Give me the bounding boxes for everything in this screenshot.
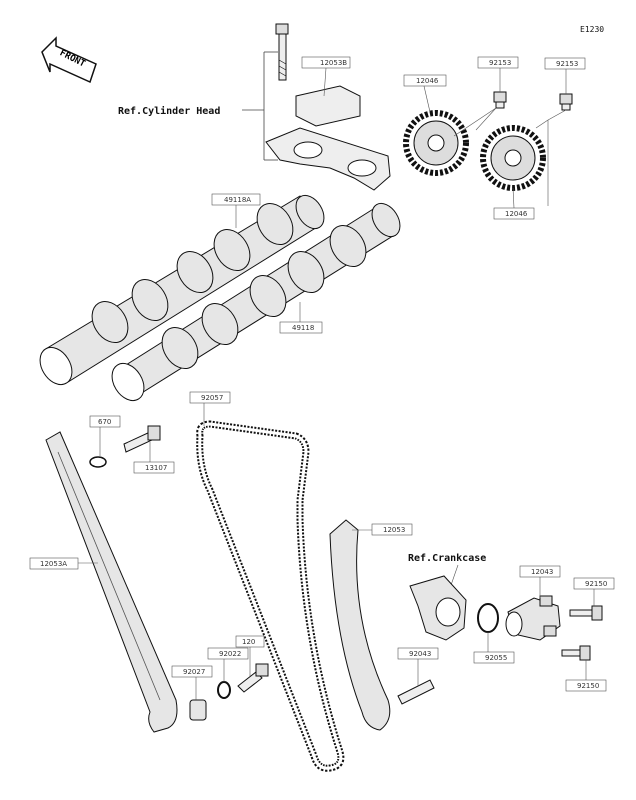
part-number: 120 — [242, 638, 255, 646]
label-120: 120 — [235, 635, 265, 676]
part-number: 670 — [98, 418, 111, 426]
crankcase-boss — [409, 575, 467, 641]
diagram-code: E1230 — [580, 25, 604, 34]
part-number: 12046 — [416, 77, 439, 85]
cam-chain — [196, 420, 345, 772]
part-number: 92153 — [489, 59, 511, 67]
chain-guide-left — [45, 431, 178, 733]
label-92055: 92055 — [473, 632, 515, 664]
cam-cap-bolt — [275, 23, 289, 81]
label-92043: 92043 — [397, 647, 439, 686]
cam-sprocket-1 — [403, 110, 469, 176]
sprocket-bolt-2 — [559, 93, 573, 111]
label-49118: 49118 — [279, 302, 323, 334]
label-92150-b: 92150 — [565, 660, 607, 692]
label-92027: 92027 — [171, 665, 213, 700]
label-12053: 12053 — [352, 523, 413, 536]
collar-92027 — [189, 699, 207, 721]
part-number: 12053B — [320, 59, 347, 67]
label-12053B: 12053B — [301, 56, 351, 97]
chain-tensioner — [505, 595, 561, 641]
label-92022: 92022 — [207, 647, 249, 682]
part-number: 92150 — [577, 682, 599, 690]
tensioner-bolt-a — [569, 605, 603, 621]
label-13107: 13107 — [133, 442, 175, 474]
label-92150-a: 92150 — [573, 577, 615, 606]
ref-cylinder-head: Ref.Cylinder Head — [118, 105, 220, 117]
part-number: 92027 — [183, 668, 205, 676]
part-number: 92150 — [585, 580, 607, 588]
label-12043: 12043 — [519, 565, 561, 598]
part-number: 12046 — [505, 210, 528, 218]
part-number: 12043 — [531, 568, 553, 576]
sprocket-bolt-1 — [493, 91, 507, 109]
o-ring-92055 — [477, 603, 499, 633]
part-number: 92153 — [556, 60, 578, 68]
ref-crankcase: Ref.Crankcase — [408, 553, 486, 564]
washer-92022 — [217, 681, 231, 699]
label-12046-bottom: 12046 — [493, 187, 535, 220]
front-arrow-icon: FRONT — [41, 36, 97, 84]
part-number: 92055 — [485, 654, 507, 662]
tensioner-bolt-b — [561, 645, 591, 661]
pin-13107 — [123, 425, 161, 453]
pin-92043 — [397, 679, 435, 705]
camshaft-exhaust — [111, 202, 401, 402]
part-number: 12053 — [383, 526, 405, 534]
label-92153-b: 92153 — [544, 57, 586, 94]
label-92153-a: 92153 — [477, 56, 519, 92]
label-12053A: 12053A — [29, 557, 98, 570]
part-number: 49118A — [224, 196, 251, 204]
part-number: 92043 — [409, 650, 431, 658]
part-number: 13107 — [145, 464, 167, 472]
part-number: 92022 — [219, 650, 241, 658]
label-670: 670 — [89, 415, 121, 456]
camshaft-intake — [39, 194, 325, 386]
camshaft-holder — [265, 85, 391, 191]
label-92057: 92057 — [189, 391, 231, 426]
label-12046-top: 12046 — [403, 74, 447, 113]
cam-sprocket-2 — [480, 125, 546, 191]
label-49118A: 49118A — [211, 193, 261, 228]
part-number: 49118 — [292, 324, 314, 332]
part-number: 92057 — [201, 394, 223, 402]
part-number: 12053A — [40, 560, 67, 568]
o-ring-670 — [89, 456, 107, 468]
bolt-120 — [237, 663, 269, 693]
chain-guide-right — [329, 519, 391, 731]
